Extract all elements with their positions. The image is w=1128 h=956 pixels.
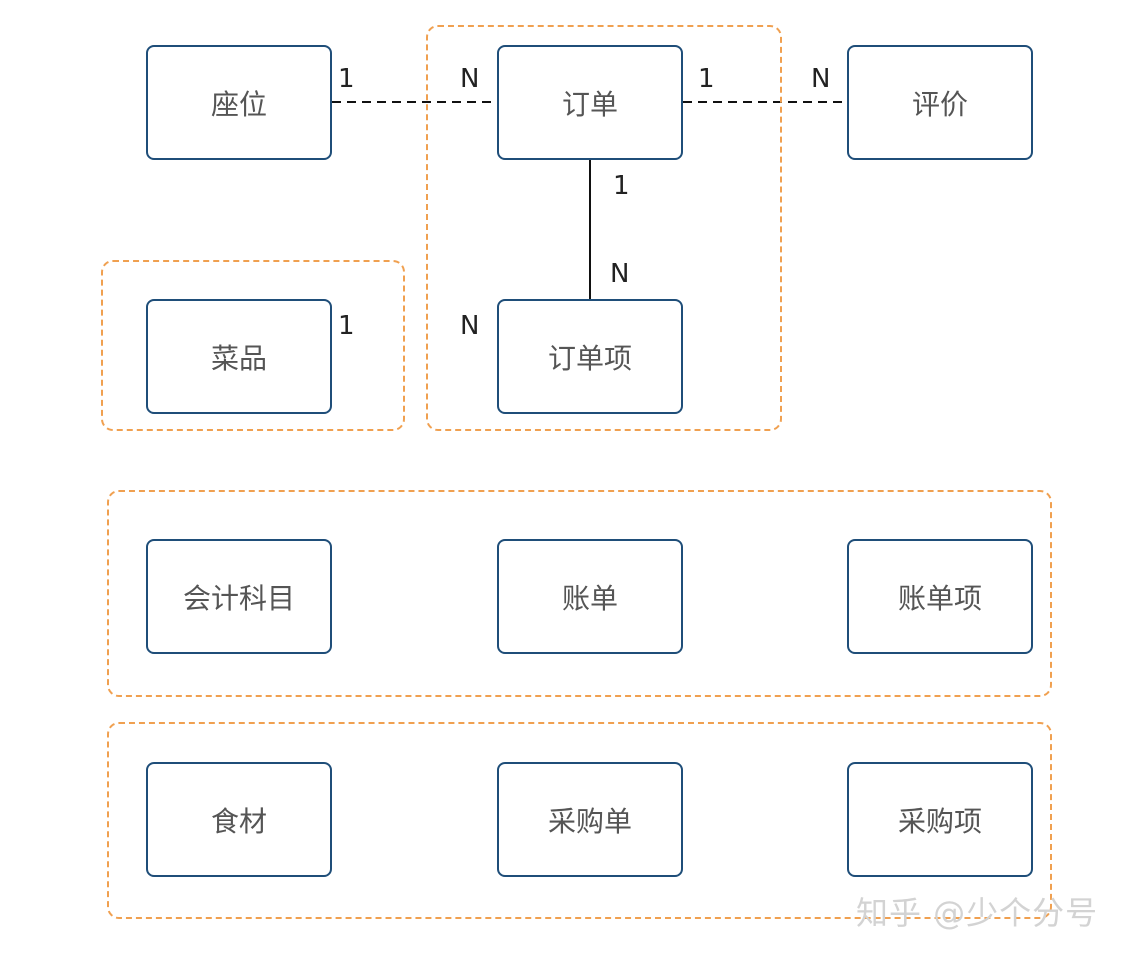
entity-account-subject-label: 会计科目: [182, 581, 295, 615]
cardinality-label: N: [610, 259, 630, 289]
entity-bill-label: 账单: [561, 581, 618, 615]
entity-purchase-order[interactable]: 采购单: [497, 762, 683, 877]
entity-dish[interactable]: 菜品: [146, 299, 332, 414]
billing-group: [107, 490, 1052, 697]
entity-ingredient-label: 食材: [210, 804, 267, 838]
entity-ingredient[interactable]: 食材: [146, 762, 332, 877]
cardinality-label: 1: [698, 64, 715, 94]
dish-group: [101, 260, 405, 431]
entity-bill-item-label: 账单项: [897, 581, 982, 615]
purchasing-group: [107, 722, 1052, 919]
entity-purchase-item-label: 采购项: [897, 804, 982, 838]
entity-seat-label: 座位: [210, 87, 267, 121]
entity-review-label: 评价: [911, 87, 968, 121]
entity-purchase-item[interactable]: 采购项: [847, 762, 1033, 877]
cardinality-label: 1: [613, 171, 630, 201]
entity-dish-label: 菜品: [210, 341, 267, 375]
entity-review[interactable]: 评价: [847, 45, 1033, 160]
order-group: [426, 25, 782, 431]
cardinality-label: N: [811, 64, 831, 94]
entity-order-item[interactable]: 订单项: [497, 299, 683, 414]
cardinality-label: 1: [338, 64, 355, 94]
cardinality-label: N: [460, 64, 480, 94]
entity-bill[interactable]: 账单: [497, 539, 683, 654]
cardinality-label: N: [460, 311, 480, 341]
entity-order[interactable]: 订单: [497, 45, 683, 160]
watermark: 知乎 @少个分号: [856, 894, 1099, 932]
entity-order-label: 订单: [561, 87, 618, 121]
entity-account-subject[interactable]: 会计科目: [146, 539, 332, 654]
entity-bill-item[interactable]: 账单项: [847, 539, 1033, 654]
cardinality-label: 1: [338, 311, 355, 341]
entity-seat[interactable]: 座位: [146, 45, 332, 160]
entity-purchase-order-label: 采购单: [547, 804, 632, 838]
entity-order-item-label: 订单项: [547, 341, 632, 375]
